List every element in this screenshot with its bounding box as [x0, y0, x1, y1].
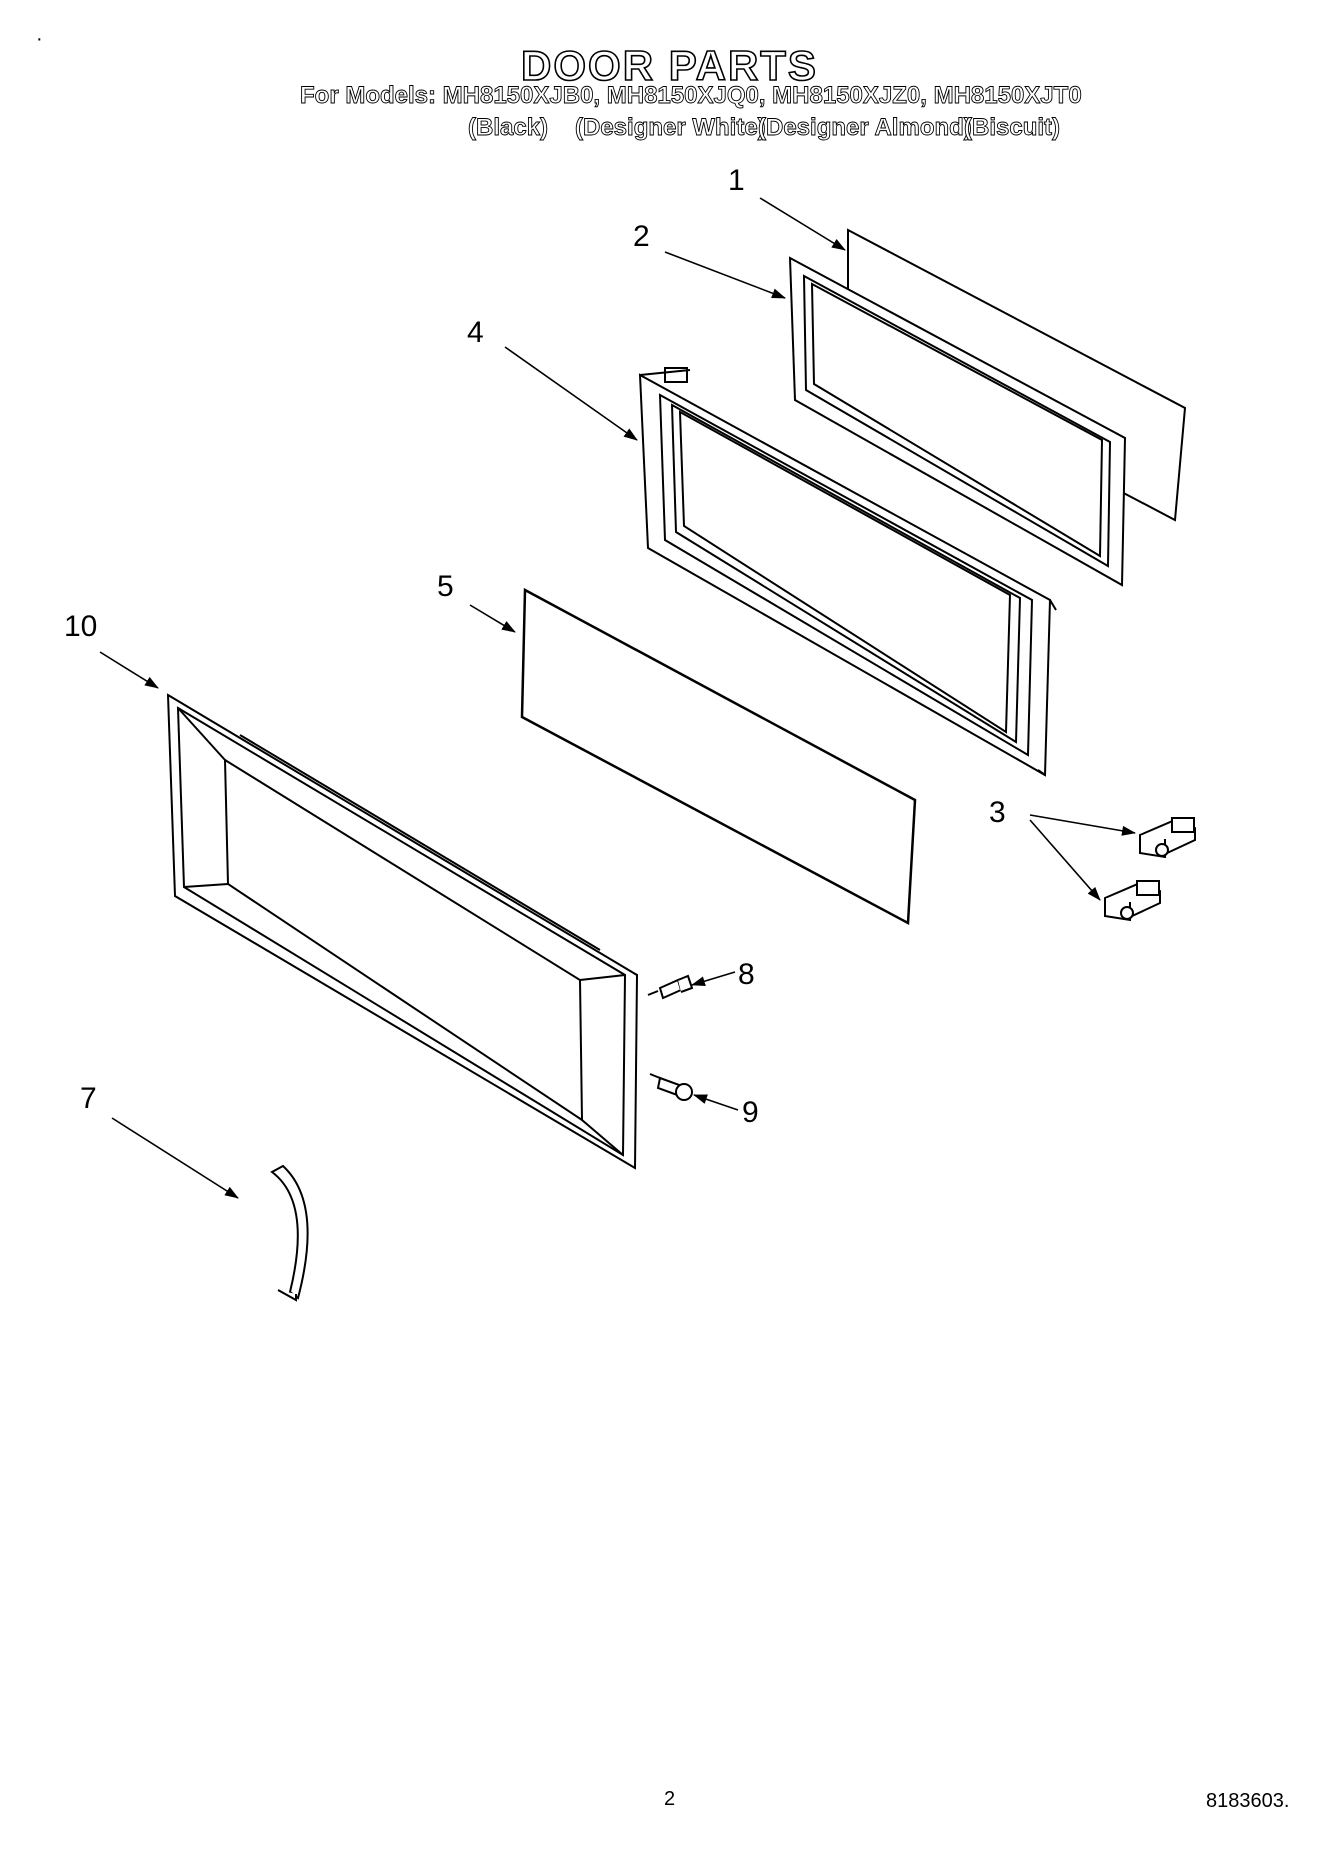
arrow-3b: [1029, 819, 1101, 901]
part-8-screw: [647, 974, 694, 1000]
part-9-screw: [649, 1073, 693, 1101]
part-3-hinge-top: [1139, 817, 1196, 859]
color-designer-white: (Designer White): [575, 114, 767, 142]
arrow-1: [759, 197, 846, 251]
models-line: For Models: MH8150XJB0, MH8150XJQ0, MH81…: [300, 82, 1083, 110]
part-2-gasket-frame: [788, 256, 1127, 587]
color-designer-almond: (Designer Almond): [758, 114, 973, 142]
part-3-hinge-bottom: [1104, 880, 1161, 922]
callout-7: 7: [80, 1082, 97, 1115]
part-4-inner-door-frame: [638, 367, 1057, 777]
page-number: 2: [664, 1788, 676, 1810]
callout-4: 4: [467, 316, 484, 349]
callout-8: 8: [738, 958, 755, 991]
arrow-5: [469, 604, 516, 633]
color-biscuit: (Biscuit): [964, 114, 1061, 142]
arrow-4: [504, 346, 638, 441]
arrow-2: [664, 251, 786, 299]
page-title: DOOR PARTS: [520, 41, 818, 90]
arrow-8: [691, 971, 736, 987]
document-code: 8183603.: [1206, 1790, 1290, 1812]
arrow-9: [693, 1094, 739, 1111]
stray-mark: ·: [36, 28, 43, 50]
callout-1: 1: [728, 164, 745, 197]
callout-5: 5: [437, 570, 454, 603]
part-5-glass: [520, 587, 917, 926]
arrow-3a: [1029, 814, 1136, 836]
callout-10: 10: [64, 610, 98, 643]
arrow-10: [99, 651, 159, 689]
callout-2: 2: [633, 220, 650, 253]
callout-9: 9: [742, 1096, 759, 1129]
color-black: (Black): [468, 114, 549, 142]
leader-arrows: [99, 197, 1136, 1199]
part-10-door-frame: [166, 693, 639, 1170]
callout-3: 3: [989, 796, 1006, 829]
part-7-handle: [270, 1164, 309, 1302]
arrow-7: [111, 1117, 239, 1199]
